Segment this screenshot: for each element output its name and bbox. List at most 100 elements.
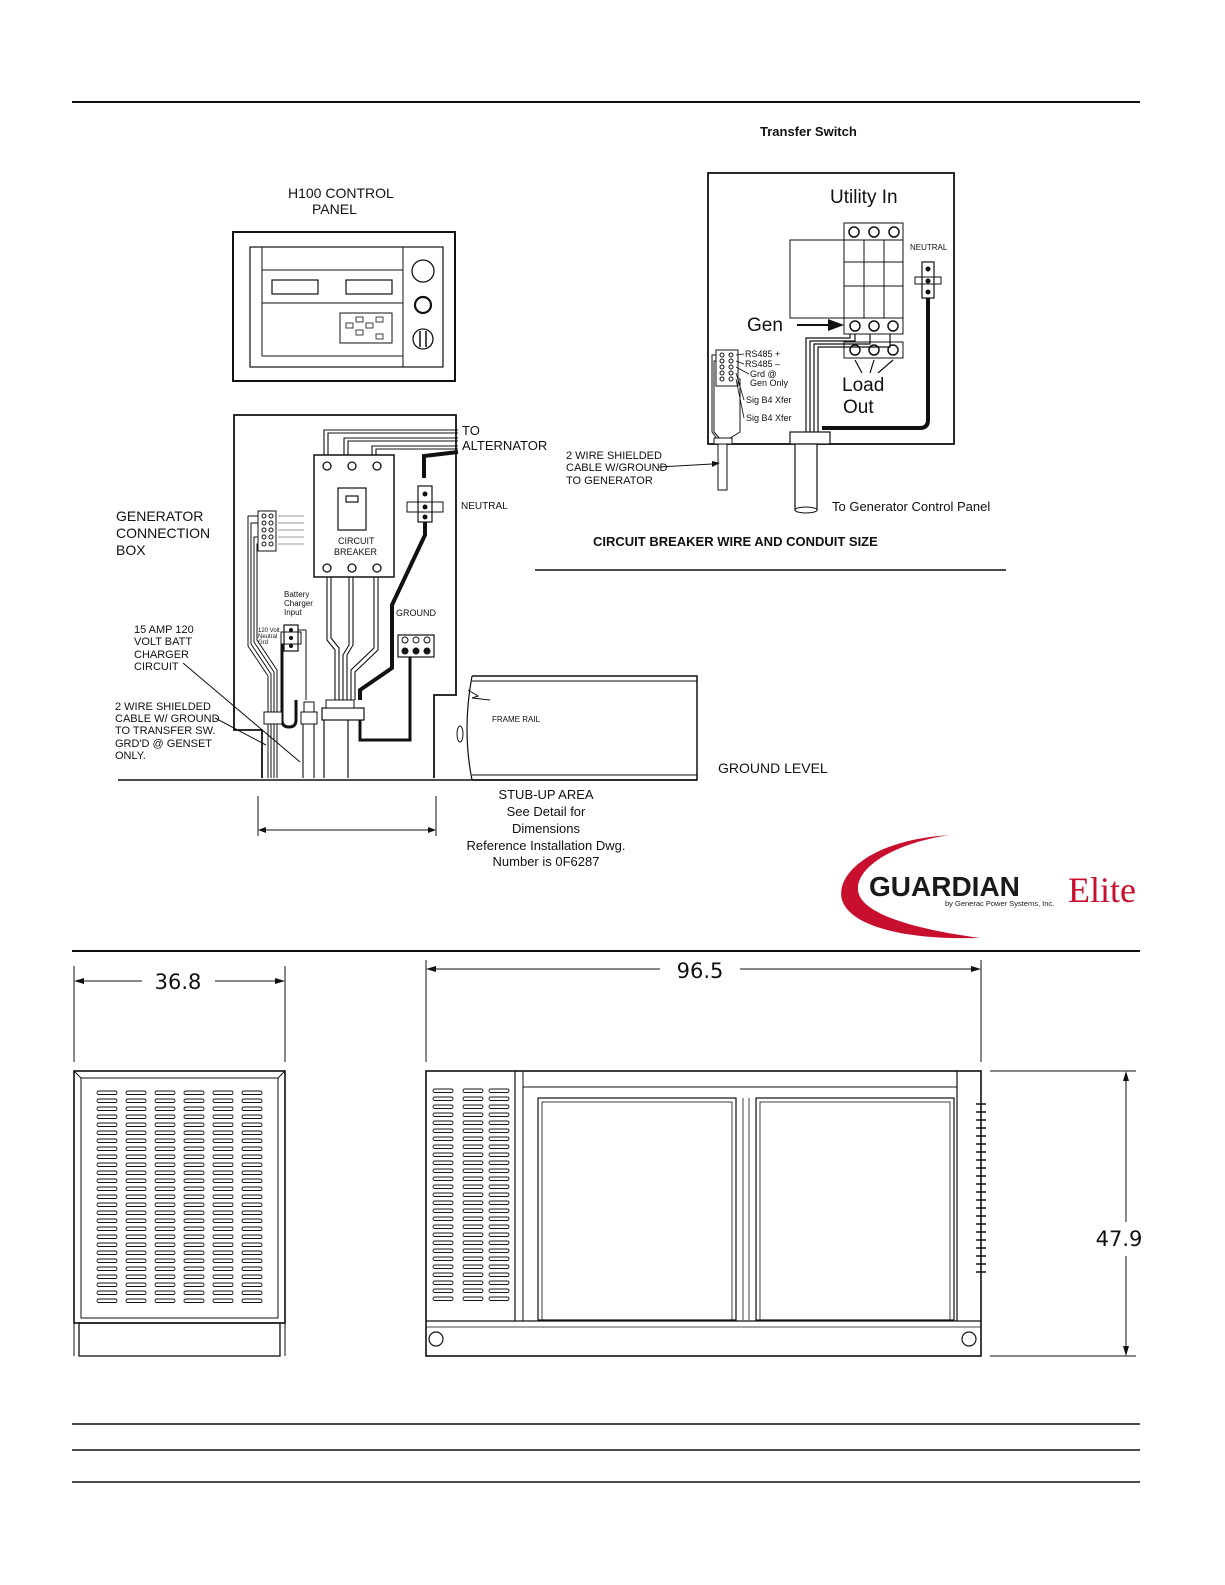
louver-slot xyxy=(241,1122,263,1127)
stub-up-label-line5: Number is 0F6287 xyxy=(493,854,600,869)
louver-slot xyxy=(212,1274,234,1279)
louver-slot xyxy=(183,1242,205,1247)
ts-conduit xyxy=(794,443,818,511)
front-louvers xyxy=(432,1088,510,1301)
dimension-length-front: 96.5 xyxy=(677,959,724,983)
louver-slot xyxy=(96,1290,118,1295)
louver-slot xyxy=(432,1208,454,1213)
shielded-to-ts-line1: 2 WIRE SHIELDED xyxy=(115,701,211,713)
louver-slot xyxy=(432,1136,454,1141)
louver-slot xyxy=(183,1194,205,1199)
louver-slot xyxy=(154,1210,176,1215)
louver-slot xyxy=(488,1136,510,1141)
louver-slot xyxy=(241,1090,263,1095)
louver-slot xyxy=(241,1170,263,1175)
louver-slot xyxy=(96,1090,118,1095)
louver-slot xyxy=(462,1176,484,1181)
louver-slot xyxy=(488,1264,510,1269)
louver-slot xyxy=(241,1274,263,1279)
louver-slot xyxy=(432,1160,454,1165)
louver-slot xyxy=(154,1170,176,1175)
gen-connection-box-line3: BOX xyxy=(116,542,146,558)
louver-slot xyxy=(241,1266,263,1271)
volt-label-120: 120 Volt xyxy=(258,628,280,634)
louver-slot xyxy=(241,1226,263,1231)
louver-slot xyxy=(432,1088,454,1093)
louver-slot xyxy=(212,1266,234,1271)
louver-slot xyxy=(488,1144,510,1149)
batt-charger-circuit-line3: CHARGER xyxy=(134,649,189,661)
louver-slot xyxy=(462,1168,484,1173)
louver-slot xyxy=(125,1266,147,1271)
shielded-to-gen-line2: CABLE W/GROUND xyxy=(566,462,668,474)
louver-slot xyxy=(183,1178,205,1183)
louver-slot xyxy=(432,1240,454,1245)
stub-up-label-line3: Dimensions xyxy=(512,821,580,836)
terminal-label-grd: Grd @ xyxy=(750,369,777,379)
louver-slot xyxy=(154,1298,176,1303)
louver-slot xyxy=(432,1192,454,1197)
louver-slot xyxy=(212,1098,234,1103)
louver-slot xyxy=(96,1210,118,1215)
louver-slot xyxy=(96,1154,118,1159)
louver-slot xyxy=(488,1176,510,1181)
louver-slot xyxy=(212,1122,234,1127)
louver-slot xyxy=(488,1112,510,1117)
louver-slot xyxy=(488,1280,510,1285)
louver-slot xyxy=(241,1146,263,1151)
louver-slot xyxy=(488,1240,510,1245)
logo-brand-suffix: Elite xyxy=(1068,870,1136,910)
louver-slot xyxy=(125,1298,147,1303)
keypad xyxy=(339,312,393,344)
battery-charger-label-line1: Battery xyxy=(284,590,309,599)
louver-slot xyxy=(488,1224,510,1229)
louver-slot xyxy=(488,1184,510,1189)
louver-slot xyxy=(462,1104,484,1109)
louver-slot xyxy=(212,1130,234,1135)
louver-slot xyxy=(96,1218,118,1223)
ground-label: GROUND xyxy=(396,608,436,618)
louver-slot xyxy=(462,1224,484,1229)
louver-slot xyxy=(125,1130,147,1135)
louver-slot xyxy=(241,1202,263,1207)
louver-slot xyxy=(154,1146,176,1151)
batt-charger-circuit-line2: VOLT BATT xyxy=(134,636,192,648)
louver-slot xyxy=(488,1104,510,1109)
gen-connection-box-line1: GENERATOR xyxy=(116,508,203,524)
louver-slot xyxy=(125,1138,147,1143)
louver-slot xyxy=(183,1090,205,1095)
louver-slot xyxy=(125,1186,147,1191)
louver-slot xyxy=(125,1154,147,1159)
louver-slot xyxy=(96,1146,118,1151)
louver-slot xyxy=(154,1138,176,1143)
gen-connection-box-line2: CONNECTION xyxy=(116,525,210,541)
louver-slot xyxy=(462,1192,484,1197)
louver-slot xyxy=(462,1232,484,1237)
louver-slot xyxy=(241,1298,263,1303)
louver-slot xyxy=(183,1266,205,1271)
shielded-to-ts-line2: CABLE W/ GROUND xyxy=(115,713,220,725)
louver-slot xyxy=(212,1170,234,1175)
louver-slot xyxy=(488,1160,510,1165)
circuit-breaker-section-title: CIRCUIT BREAKER WIRE AND CONDUIT SIZE xyxy=(593,534,878,549)
generator-front-view: 96.5 47.9 xyxy=(425,959,1142,1357)
louver-slot xyxy=(154,1154,176,1159)
louver-slot xyxy=(125,1170,147,1175)
shielded-to-ts-line4: GRD'D @ GENSET xyxy=(115,738,212,750)
louver-slot xyxy=(96,1226,118,1231)
louver-slot xyxy=(154,1274,176,1279)
louver-slot xyxy=(432,1128,454,1133)
louver-slot xyxy=(183,1234,205,1239)
louver-slot xyxy=(212,1090,234,1095)
frame-rail-label: FRAME RAIL xyxy=(492,715,541,724)
louver-slot xyxy=(96,1098,118,1103)
louver-slot xyxy=(183,1114,205,1119)
louver-slot xyxy=(96,1162,118,1167)
battery-charger-label-line2: Charger xyxy=(284,599,313,608)
display-window-right xyxy=(345,279,393,295)
display-window-left xyxy=(271,279,319,295)
guardian-elite-logo: GUARDIAN Elite by Generac Power Systems,… xyxy=(841,835,1136,939)
louver-slot xyxy=(488,1128,510,1133)
louver-slot xyxy=(125,1146,147,1151)
to-gen-control-panel-label: To Generator Control Panel xyxy=(832,499,990,514)
